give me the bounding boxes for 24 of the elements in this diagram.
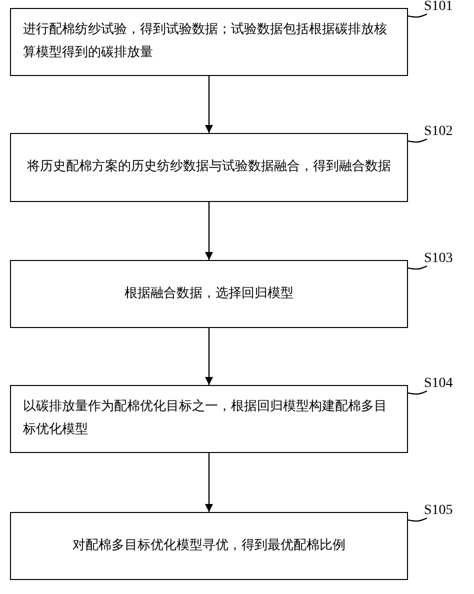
leader-line (408, 265, 428, 270)
step-text: 进行配棉纺纱试验，得到试验数据；试验数据包括根据碳排放核算模型得到的碳排放量 (23, 21, 388, 62)
arrow (205, 202, 213, 260)
arrow (205, 76, 213, 133)
process-box (10, 133, 408, 202)
leader-line (408, 138, 428, 143)
step-number: S103 (424, 251, 453, 267)
process-box (10, 385, 408, 453)
process-box (10, 512, 408, 580)
step-text: 根据融合数据，选择回归模型 (124, 284, 294, 303)
process-box (10, 260, 408, 328)
step-number: S104 (424, 376, 453, 392)
step-text: 对配棉多目标优化模型寻优，得到最优配棉比例 (72, 536, 346, 555)
step-number: S105 (424, 503, 453, 519)
leader-line (408, 517, 428, 522)
step-number: S102 (424, 124, 453, 140)
arrow (205, 453, 213, 512)
step-text: 以碳排放量作为配棉优化目标之一，根据回归模型构建配棉多目标优化模型 (23, 398, 388, 439)
leader-line (408, 13, 428, 18)
leader-line (408, 390, 428, 395)
step-number: S101 (424, 0, 453, 15)
step-text: 将历史配棉方案的历史纺纱数据与试验数据融合，得到融合数据 (27, 158, 391, 176)
process-box (10, 8, 408, 76)
arrow (205, 328, 213, 385)
